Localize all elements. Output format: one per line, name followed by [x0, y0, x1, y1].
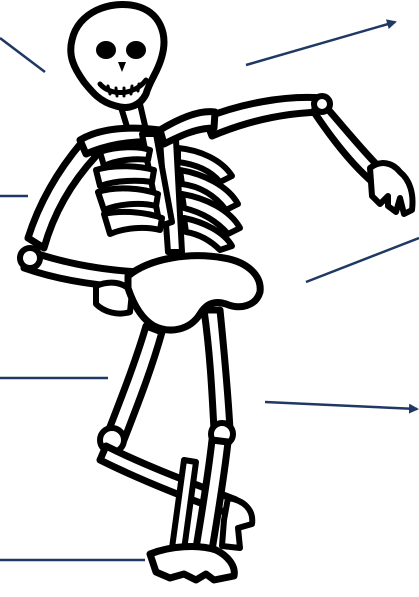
skeleton-illustration [20, 4, 413, 580]
rib-2 [96, 166, 154, 186]
humerus-right [205, 97, 328, 136]
clavicle-right [160, 112, 215, 144]
rib-4 [104, 212, 162, 234]
leader-line-tibia [265, 402, 417, 409]
femur-left [108, 326, 162, 440]
pelvis [128, 256, 260, 330]
foot-left [222, 498, 252, 548]
rib-3 [98, 188, 158, 210]
elbow-left [20, 248, 40, 268]
hand-right [370, 163, 413, 214]
skull [71, 4, 164, 107]
leader-line-arm-upper-right [246, 22, 395, 65]
humerus-left [28, 142, 96, 248]
femur-right [204, 310, 230, 430]
elbow-right [314, 96, 330, 112]
foot-right [150, 547, 234, 580]
eye-socket-right [126, 41, 146, 59]
leader-line-hand-right [306, 238, 419, 282]
eye-socket-left [96, 41, 116, 59]
leader-line-skull [0, 38, 45, 72]
rib-1 [100, 147, 150, 166]
